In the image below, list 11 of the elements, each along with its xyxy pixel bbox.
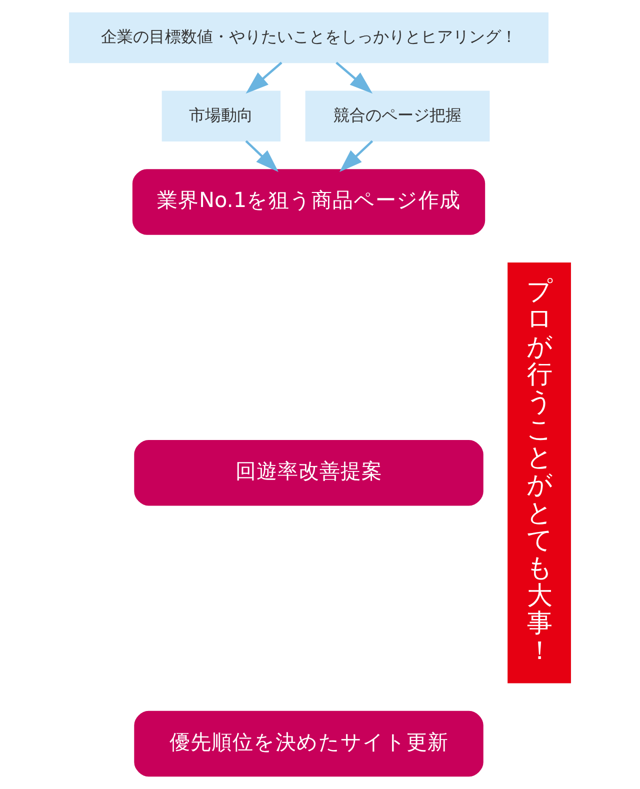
arrow [336, 62, 373, 94]
node-box: プロが行うことがとても大事！ [508, 262, 571, 684]
node-box: 優先順位を決めたサイト更新 [134, 710, 484, 777]
arrow [339, 140, 374, 172]
node-box: 市場動向 [162, 90, 281, 142]
arrow [245, 140, 278, 172]
node-box: 業界No.1を狙う商品ページ作成 [132, 169, 486, 235]
node-box: 企業の目標数値・やりたいことをしっかりとヒアリング！ [69, 12, 548, 64]
node-box: 競合のページ把握 [305, 90, 490, 142]
node-box: 回遊率改善提案 [134, 440, 484, 506]
arrow [246, 62, 282, 94]
